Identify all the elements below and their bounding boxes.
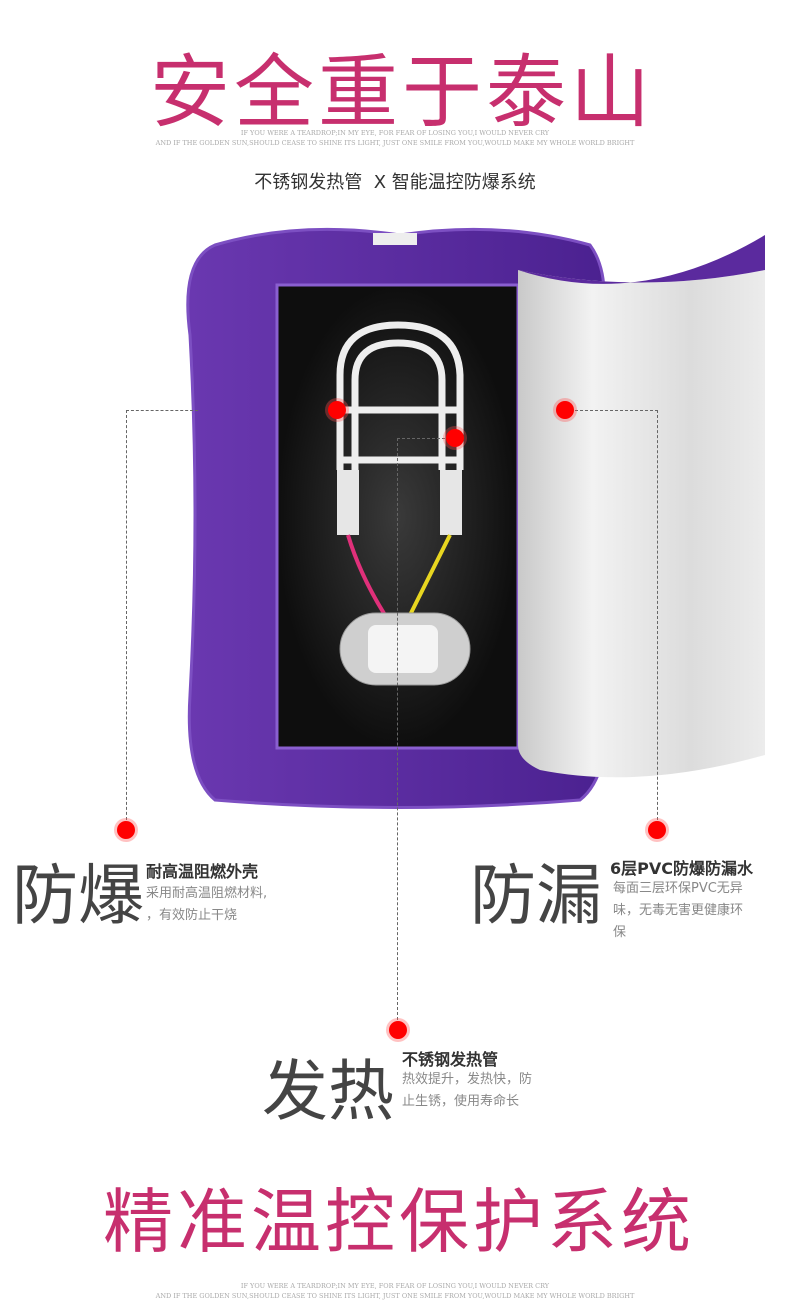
desc-line: 每面三层环保PVC无异 [613,881,743,896]
leader-line [126,410,198,830]
hotspot-dot [648,821,666,839]
feature-title: 6层PVC防爆防漏水 [610,859,753,878]
footer-title: 精准温控保护系统 [103,1181,695,1263]
leader-line [565,410,658,830]
tagline-line: AND IF THE GOLDEN SUN,SHOULD CEASE TO SH… [155,1292,635,1300]
desc-line: ，有效防止干烧 [146,908,238,923]
feature-desc: 每面三层环保PVC无异味，无毒无害更健康环保 [613,878,763,944]
tagline: IF YOU WERE A TEARDROP;IN MY EYE, FOR FE… [0,128,790,148]
feature-desc: 热效提升，发热快，防止生锈，使用寿命长 [402,1069,532,1113]
feature-leak-proof-label: 防漏 [470,857,602,934]
cover-curl [518,270,765,778]
desc-line: 保 [613,925,627,940]
feature-desc: 采用耐高温阻燃材料, ，有效防止干烧 [146,883,267,927]
tagline-line: AND IF THE GOLDEN SUN,SHOULD CEASE TO SH… [155,139,635,147]
desc-line: 采用耐高温阻燃材料, [146,886,268,901]
hotspot-dot [556,401,574,419]
hotspot-dot [389,1021,407,1039]
hotspot-dot [328,401,346,419]
feature-title: 不锈钢发热管 [402,1050,499,1069]
hotspot-dot [117,821,135,839]
page-title: 安全重于泰山 [150,46,654,139]
desc-line: 味，无毒无害更健康环 [613,903,744,918]
leader-line [397,438,455,1030]
subtitle: 不锈钢发热管 X 智能温控防爆系统 [254,172,536,193]
hotspot-dot [446,429,464,447]
feature-title: 耐高温阻燃外壳 [146,862,259,881]
desc-line: 热效提升，发热快，防 [402,1072,533,1087]
feature-heating-label: 发热 [262,1053,394,1130]
feature-explosion-proof-label: 防爆 [12,857,144,934]
desc-line: 止生锈，使用寿命长 [402,1094,520,1109]
tagline-line: IF YOU WERE A TEARDROP;IN MY EYE, FOR FE… [240,129,550,137]
product-image [186,227,765,809]
tagline-line: IF YOU WERE A TEARDROP;IN MY EYE, FOR FE… [240,1282,550,1290]
footer-tagline: IF YOU WERE A TEARDROP;IN MY EYE, FOR FE… [0,1281,790,1301]
heating-element [336,321,464,470]
